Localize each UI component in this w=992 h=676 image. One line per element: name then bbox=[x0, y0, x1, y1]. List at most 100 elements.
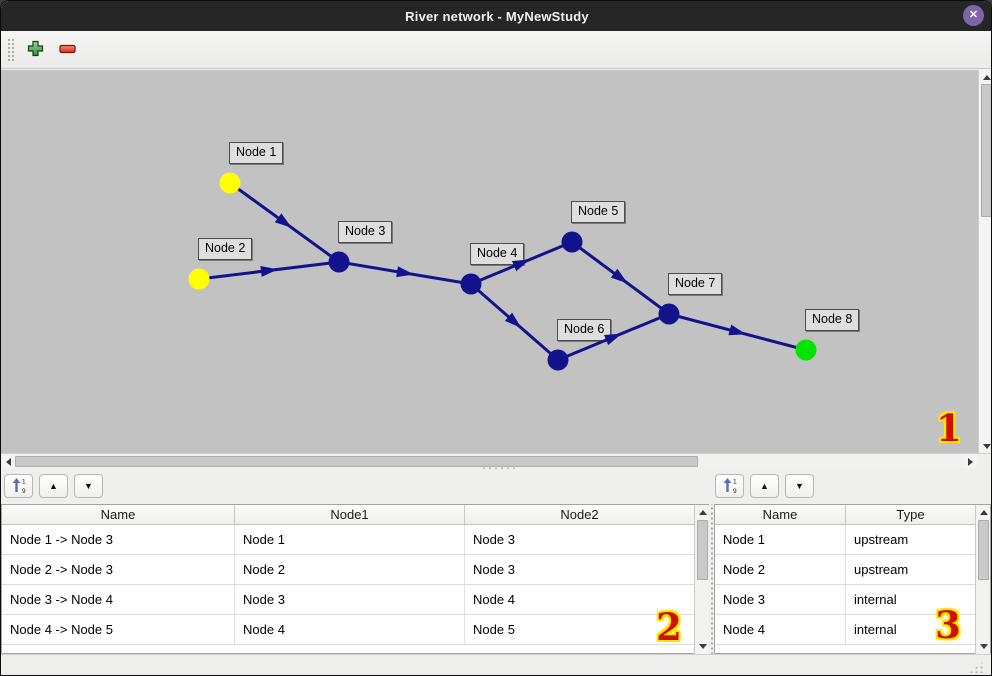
column-header[interactable]: Node1 bbox=[235, 505, 465, 524]
scroll-down-button[interactable] bbox=[696, 640, 709, 652]
node-label[interactable]: Node 6 bbox=[557, 319, 612, 341]
column-header[interactable]: Node2 bbox=[465, 505, 695, 524]
edges-table-scrollbar[interactable] bbox=[694, 505, 709, 654]
table-cell: Node 4 bbox=[235, 615, 465, 644]
vertical-scroll-thumb[interactable] bbox=[981, 84, 991, 217]
node-label[interactable]: Node 3 bbox=[338, 221, 393, 243]
vertical-scroll-thumb[interactable] bbox=[978, 520, 989, 580]
svg-text:1: 1 bbox=[733, 478, 737, 485]
table-cell: upstream bbox=[846, 555, 976, 584]
graph-node[interactable] bbox=[460, 273, 482, 295]
move-node-down-button[interactable]: ▼ bbox=[785, 474, 814, 498]
down-arrow-icon bbox=[982, 443, 991, 449]
triangle-down-icon: ▼ bbox=[795, 481, 804, 491]
nodes-table-controls: 1 9 ▲ ▼ bbox=[715, 474, 814, 498]
column-header[interactable]: Name bbox=[715, 505, 846, 524]
table-cell: internal bbox=[846, 615, 976, 644]
edges-table-controls: 1 9 ▲ ▼ bbox=[4, 474, 103, 498]
table-cell: Node 4 -> Node 5 bbox=[2, 615, 235, 644]
plus-icon bbox=[27, 40, 44, 60]
canvas-vertical-scrollbar[interactable] bbox=[978, 70, 991, 453]
graph-node[interactable] bbox=[328, 251, 350, 273]
status-bar bbox=[1, 654, 991, 675]
scrollbar-corner bbox=[978, 453, 991, 468]
move-edge-down-button[interactable]: ▼ bbox=[74, 474, 103, 498]
scroll-left-button[interactable] bbox=[2, 455, 14, 468]
node-label[interactable]: Node 8 bbox=[805, 309, 860, 331]
node-label[interactable]: Node 7 bbox=[668, 273, 723, 295]
svg-text:9: 9 bbox=[22, 488, 26, 494]
left-arrow-icon bbox=[5, 457, 11, 466]
move-edge-up-button[interactable]: ▲ bbox=[39, 474, 68, 498]
main-toolbar bbox=[1, 31, 991, 69]
toolbar-drag-handle[interactable] bbox=[6, 36, 15, 63]
table-cell: Node 1 bbox=[235, 525, 465, 554]
table-cell: Node 3 bbox=[235, 585, 465, 614]
down-arrow-icon bbox=[698, 643, 707, 649]
graph-node[interactable] bbox=[219, 172, 241, 194]
node-label[interactable]: Node 2 bbox=[198, 238, 253, 260]
vertical-scroll-thumb[interactable] bbox=[697, 520, 708, 580]
triangle-up-icon: ▲ bbox=[49, 481, 58, 491]
tables-splitter[interactable] bbox=[709, 504, 715, 654]
remove-node-button[interactable] bbox=[55, 38, 79, 62]
close-button[interactable]: ✕ bbox=[963, 5, 984, 26]
edge-direction-arrow-icon bbox=[604, 333, 622, 346]
scroll-down-button[interactable] bbox=[977, 640, 990, 652]
pane-splitter-grip[interactable] bbox=[479, 464, 515, 469]
node-label[interactable]: Node 5 bbox=[571, 201, 626, 223]
graph-node[interactable] bbox=[795, 339, 817, 361]
graph-node[interactable] bbox=[547, 349, 569, 371]
graph-node[interactable] bbox=[188, 268, 210, 290]
sort-nodes-button[interactable]: 1 9 bbox=[715, 474, 744, 498]
graph-node[interactable] bbox=[561, 231, 583, 253]
triangle-down-icon: ▼ bbox=[84, 481, 93, 491]
table-cell: Node 1 bbox=[715, 525, 846, 554]
scroll-right-button[interactable] bbox=[964, 455, 976, 468]
sort-edges-button[interactable]: 1 9 bbox=[4, 474, 33, 498]
horizontal-scroll-thumb[interactable] bbox=[15, 456, 698, 467]
sort-ascending-icon: 1 9 bbox=[11, 477, 27, 496]
scroll-up-button[interactable] bbox=[696, 506, 709, 518]
scroll-up-button[interactable] bbox=[977, 506, 990, 518]
nodes-table-scrollbar[interactable] bbox=[975, 505, 990, 654]
table-cell: Node 2 bbox=[715, 555, 846, 584]
move-node-up-button[interactable]: ▲ bbox=[750, 474, 779, 498]
svg-text:9: 9 bbox=[733, 488, 737, 494]
column-header[interactable]: Name bbox=[2, 505, 235, 524]
table-cell: Node 4 bbox=[715, 615, 846, 644]
scroll-up-button[interactable] bbox=[980, 71, 991, 83]
edge-direction-arrow-icon bbox=[274, 213, 292, 228]
canvas-horizontal-scrollbar[interactable] bbox=[1, 453, 978, 468]
network-canvas[interactable]: Node 1 Node 2 Node 3 Node 4 Node 5 Node 6 Node… bbox=[1, 70, 978, 453]
column-header[interactable]: Type bbox=[846, 505, 976, 524]
right-arrow-icon bbox=[967, 457, 973, 466]
scroll-down-button[interactable] bbox=[980, 440, 991, 452]
edge-direction-arrow-icon bbox=[610, 268, 628, 284]
table-cell: Node 2 bbox=[235, 555, 465, 584]
minus-icon bbox=[58, 42, 76, 57]
table-cell: Node 3 bbox=[715, 585, 846, 614]
tables-toolbar: 1 9 ▲ ▼ 1 9 ▲ ▼ bbox=[1, 464, 991, 504]
node-label[interactable]: Node 1 bbox=[229, 142, 284, 164]
table-cell: upstream bbox=[846, 525, 976, 554]
table-cell: Node 3 bbox=[465, 525, 695, 554]
triangle-up-icon: ▲ bbox=[760, 481, 769, 491]
node-label[interactable]: Node 4 bbox=[470, 243, 525, 265]
resize-grip[interactable] bbox=[969, 660, 985, 673]
graph-node[interactable] bbox=[658, 303, 680, 325]
add-node-button[interactable] bbox=[23, 38, 47, 62]
table-cell: Node 1 -> Node 3 bbox=[2, 525, 235, 554]
